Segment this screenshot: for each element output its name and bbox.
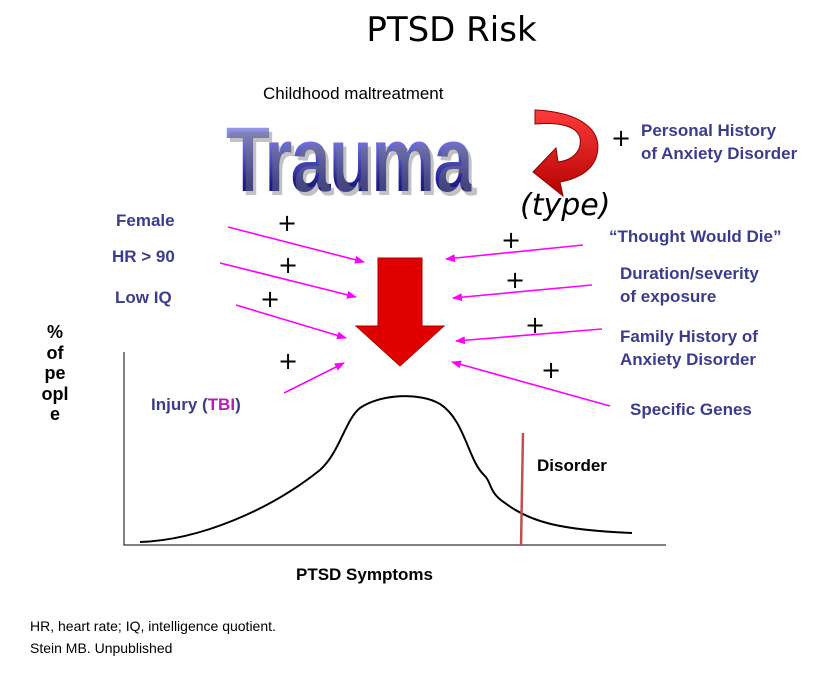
type-label: (type) [520, 188, 611, 223]
plus-injury: + [278, 347, 299, 375]
injury-prefix: Injury ( [151, 395, 208, 414]
disorder-threshold-line [519, 432, 525, 547]
subtitle-childhood-maltreatment: Childhood maltreatment [263, 84, 444, 103]
connector-thought [445, 244, 584, 263]
trauma-wordart: Trauma [226, 109, 473, 211]
factor-personal-history-line1: Personal History [641, 121, 777, 140]
factor-connectors [219, 226, 611, 407]
injury-tbi: TBI [207, 395, 236, 414]
x-axis-label: PTSD Symptoms [296, 565, 433, 584]
factor-personal-history-line2: of Anxiety Disorder [641, 144, 798, 163]
plus-family: + [525, 311, 546, 339]
factor-duration-line1: Duration/severity [620, 264, 759, 283]
plus-thought: + [501, 226, 522, 254]
connector-duration [452, 284, 593, 302]
connector-hr [219, 262, 357, 299]
factor-low-iq: Low IQ [115, 288, 172, 307]
factor-thought-would-die: “Thought Would Die” [609, 227, 782, 246]
footnote-source: Stein MB. Unpublished [30, 640, 173, 656]
plus-personal-history: + [611, 124, 632, 152]
disorder-label: Disorder [537, 456, 607, 475]
connector-iq [235, 304, 347, 340]
plus-genes: + [541, 356, 562, 384]
plus-female: + [277, 209, 298, 237]
chart-axes [123, 352, 666, 546]
factor-female: Female [116, 211, 175, 230]
big-down-arrow-icon [354, 257, 446, 367]
distribution-curve [139, 395, 633, 543]
factor-duration: Duration/severity of exposure [620, 262, 759, 308]
factor-family-history-line2: Anxiety Disorder [620, 350, 757, 369]
page-title: PTSD Risk [366, 10, 537, 50]
factor-family-history: Family History of Anxiety Disorder [620, 325, 758, 371]
curved-arrow-icon [532, 109, 599, 198]
connector-female [227, 226, 365, 264]
factor-personal-history: Personal History of Anxiety Disorder [641, 119, 797, 165]
factor-specific-genes: Specific Genes [630, 400, 752, 419]
plus-hr: + [278, 251, 299, 279]
plus-duration: + [505, 266, 526, 294]
factor-family-history-line1: Family History of [620, 327, 758, 346]
factor-injury: Injury (TBI) [151, 393, 241, 416]
connector-genes [451, 360, 611, 407]
y-axis-label: % of people [41, 322, 69, 424]
connector-family [455, 328, 603, 345]
footnote-abbreviations: HR, heart rate; IQ, intelligence quotien… [30, 618, 276, 634]
plus-iq: + [260, 285, 281, 313]
factor-hr: HR > 90 [112, 247, 175, 266]
injury-suffix: ) [235, 395, 241, 414]
connector-injury [283, 362, 345, 394]
factor-duration-line2: of exposure [620, 287, 717, 306]
